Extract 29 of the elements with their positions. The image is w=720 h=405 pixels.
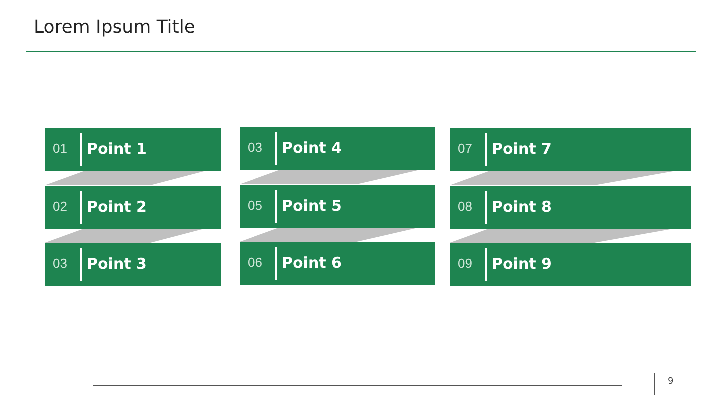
step-number: 05	[248, 198, 262, 212]
step-number: 01	[53, 141, 68, 156]
point-banner	[240, 184, 435, 228]
point-banner	[450, 186, 691, 228]
point-label: Point 5	[282, 196, 342, 214]
step-number: 02	[53, 198, 68, 214]
point-banner	[45, 186, 221, 228]
step-number: 09	[458, 256, 472, 271]
point-label: Point 6	[282, 254, 342, 272]
page-number: 9	[668, 377, 674, 387]
step-number: 03	[248, 140, 262, 155]
point-banner	[450, 243, 691, 286]
step-number: 07	[458, 141, 472, 156]
point-banner	[450, 128, 691, 171]
point-banner	[240, 127, 435, 170]
point-label: Point 2	[87, 198, 147, 216]
point-label: Point 7	[492, 140, 552, 158]
point-label: Point 8	[492, 198, 552, 216]
point-label: Point 3	[87, 255, 147, 273]
step-number: 06	[248, 255, 262, 270]
point-banner	[45, 128, 221, 171]
point-banner	[240, 242, 435, 285]
point-label: Point 1	[87, 140, 147, 158]
step-number: 08	[458, 198, 472, 214]
point-banner	[45, 243, 221, 286]
point-label: Point 9	[492, 255, 552, 273]
slide-title: Lorem Ipsum Title	[34, 17, 196, 38]
point-label: Point 4	[282, 139, 342, 157]
step-number: 03	[53, 256, 68, 271]
